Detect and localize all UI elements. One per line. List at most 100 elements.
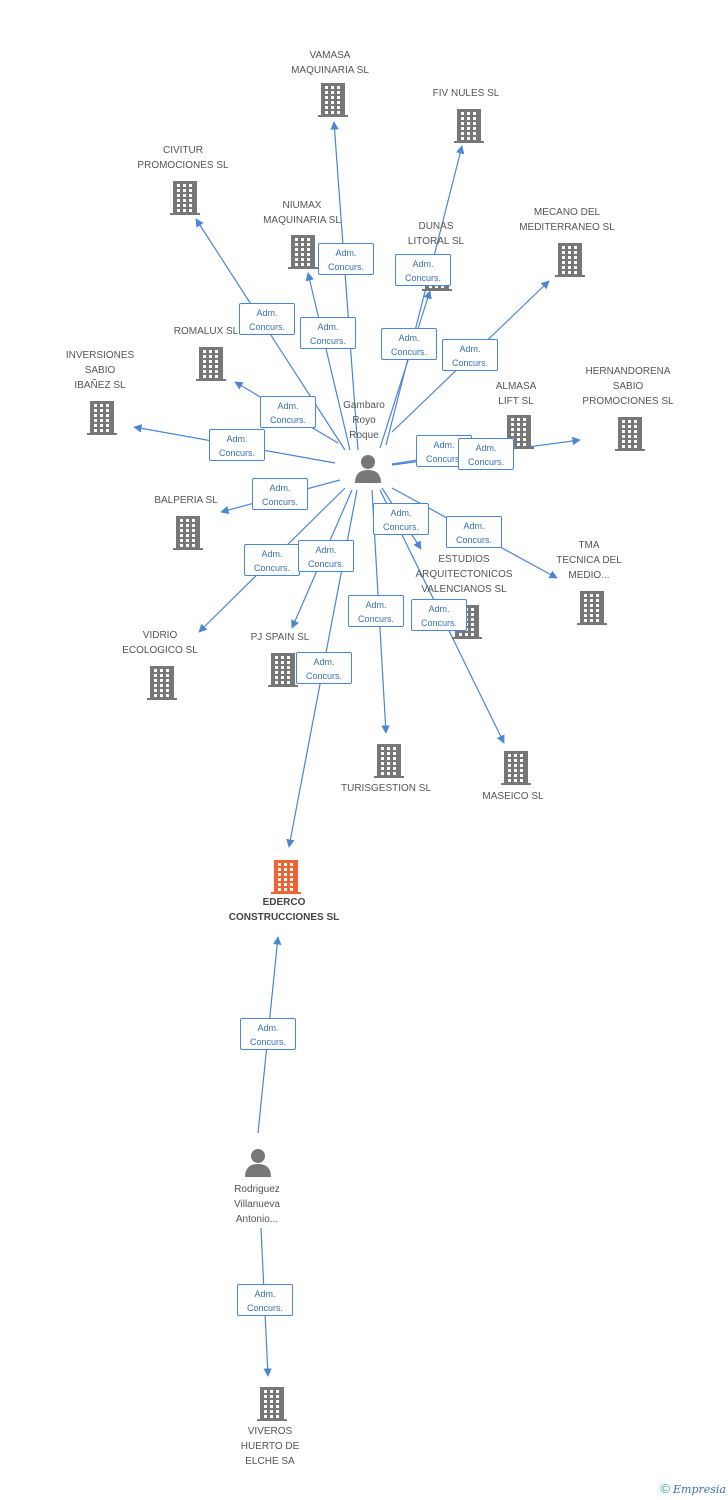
building-icon[interactable] [257,1387,287,1426]
edge-label-pjspain[interactable]: Adm. Concurs. [298,540,354,572]
edge-label-maseico[interactable]: Adm. Concurs. [411,599,467,631]
copyright-symbol: © [660,1481,670,1496]
edge-label-civitur[interactable]: Adm. Concurs. [239,303,295,335]
company-node-romalux[interactable]: ROMALUX SL [174,324,238,339]
edge-label-estudios[interactable]: Adm. Concurs. [373,503,429,535]
building-icon[interactable] [147,666,177,705]
building-icon[interactable] [615,417,645,456]
edge-label-ederco[interactable]: Adm. Concurs. [240,1018,296,1050]
person-name: Gambaro Royo Roque [343,400,385,441]
company-name: PJ SPAIN SL [250,632,310,643]
edge-label-text: Adm. Concurs. [327,248,364,272]
company-node-tma[interactable]: TMA TECNICA DEL MEDIO... [556,538,622,583]
building-icon[interactable] [87,401,117,440]
edge-label-text: Adm. Concurs. [382,508,419,532]
company-node-estudios[interactable]: ESTUDIOS ARQUITECTONICOS VALENCIANOS SL [415,552,512,597]
person-name: Rodriguez Villanueva Antonio... [234,1184,280,1225]
edge-label-text: Adm. Concurs. [249,1023,286,1047]
building-icon[interactable] [170,181,200,220]
edge-label-text: Adm. Concurs. [261,483,298,507]
edge-label-turisgestion[interactable]: Adm. Concurs. [348,595,404,627]
person-node-rodriguez[interactable]: Rodriguez Villanueva Antonio... [234,1182,280,1227]
company-name: MECANO DEL MEDITERRANEO SL [519,207,615,233]
company-node-niumax[interactable]: NIUMAX MAQUINARIA SL [263,198,341,228]
building-icon[interactable] [555,243,585,282]
company-name: TMA TECNICA DEL MEDIO... [556,540,622,581]
edge-label-hernandorena[interactable]: Adm. Concurs. [458,438,514,470]
company-node-hernandorena[interactable]: HERNANDORENA SABIO PROMOCIONES SL [582,364,673,409]
edge-label-viveros[interactable]: Adm. Concurs. [237,1284,293,1316]
company-name: EDERCO CONSTRUCCIONES SL [228,897,340,923]
company-name: VIDRIO ECOLOGICO SL [122,630,198,656]
company-node-viveros[interactable]: VIVEROS HUERTO DE ELCHE SA [241,1424,300,1469]
company-node-inversiones[interactable]: INVERSIONES SABIO IBAÑEZ SL [66,348,134,393]
company-node-vamasa[interactable]: VAMASA MAQUINARIA SL [291,48,369,78]
edge-label-mecano[interactable]: Adm. Concurs. [442,339,498,371]
company-node-vidrio[interactable]: VIDRIO ECOLOGICO SL [122,628,198,658]
company-name: BALPERIA SL [154,495,218,506]
company-node-balperia[interactable]: BALPERIA SL [154,493,217,508]
company-name: NIUMAX MAQUINARIA SL [263,200,341,226]
building-icon[interactable] [196,347,226,386]
edge-label-text: Adm. Concurs. [451,344,488,368]
building-icon[interactable] [374,744,404,783]
building-icon[interactable] [577,591,607,630]
edge-label-text: Adm. Concurs. [307,545,344,569]
company-node-maseico[interactable]: MASEICO SL [482,789,543,804]
edge-label-niumax[interactable]: Adm. Concurs. [300,317,356,349]
building-icon[interactable] [268,653,298,692]
company-node-civitur[interactable]: CIVITUR PROMOCIONES SL [137,143,228,173]
edge-label-vamasa[interactable]: Adm. Concurs. [318,243,374,275]
edge-label-balperia[interactable]: Adm. Concurs. [252,478,308,510]
edge-label-romalux[interactable]: Adm. Concurs. [260,396,316,428]
company-name: ALMASA LIFT SL [495,381,537,407]
company-name: MASEICO SL [482,791,544,802]
edge-label-tma[interactable]: Adm. Concurs. [446,516,502,548]
edge-label-text: Adm. Concurs. [309,322,346,346]
company-node-pjspain[interactable]: PJ SPAIN SL [251,630,310,645]
company-node-ederco[interactable]: EDERCO CONSTRUCCIONES SL [229,895,340,925]
edge-gambaro-niumax [305,272,351,451]
building-icon[interactable] [501,751,531,790]
edge-label-text: Adm. Concurs. [455,521,492,545]
edge-label-inversiones[interactable]: Adm. Concurs. [209,429,265,461]
company-name: TURISGESTION SL [340,783,432,794]
edge-label-vidrio[interactable]: Adm. Concurs. [244,544,300,576]
edge-label-ederco[interactable]: Adm. Concurs. [296,652,352,684]
company-name: INVERSIONES SABIO IBAÑEZ SL [65,350,135,391]
edge-label-text: Adm. Concurs. [269,401,306,425]
edge-label-text: Adm. Concurs. [218,434,255,458]
company-name: ESTUDIOS ARQUITECTONICOS VALENCIANOS SL [415,554,513,595]
company-name: HERNANDORENA SABIO PROMOCIONES SL [582,366,674,407]
person-icon[interactable] [353,453,383,488]
edge-label-text: Adm. Concurs. [357,600,394,624]
edge-label-text: Adm. Concurs. [248,308,285,332]
person-icon[interactable] [243,1147,273,1182]
building-icon[interactable] [173,516,203,555]
company-node-fiv[interactable]: FIV NULES SL [433,86,500,101]
company-node-mecano[interactable]: MECANO DEL MEDITERRANEO SL [519,205,615,235]
building-icon[interactable] [288,235,318,274]
person-node-gambaro[interactable]: Gambaro Royo Roque [343,398,385,443]
edge-label-text: Adm. Concurs. [425,440,462,464]
edge-label-text: Adm. Concurs. [246,1289,283,1313]
company-node-turisgestion[interactable]: TURISGESTION SL [341,781,431,796]
edge-label-text: Adm. Concurs. [467,443,504,467]
company-node-almasa[interactable]: ALMASA LIFT SL [496,379,537,409]
edge-label-dunas[interactable]: Adm. Concurs. [381,328,437,360]
building-icon[interactable] [271,860,301,899]
company-name: FIV NULES SL [432,88,500,99]
company-name: CIVITUR PROMOCIONES SL [137,145,229,171]
edge-gambaro-vamasa [330,121,359,451]
building-icon[interactable] [454,109,484,148]
company-name: DUNAS LITORAL SL [407,221,465,247]
edge-label-text: Adm. Concurs. [305,657,342,681]
company-node-dunas[interactable]: DUNAS LITORAL SL [408,219,464,249]
company-name: ROMALUX SL [173,326,239,337]
edge-gambaro-dunas [379,290,432,449]
edge-label-fiv[interactable]: Adm. Concurs. [395,254,451,286]
edge-label-text: Adm. Concurs. [390,333,427,357]
footer-brand[interactable]: © Empresia [660,1481,726,1496]
building-icon[interactable] [318,83,348,122]
